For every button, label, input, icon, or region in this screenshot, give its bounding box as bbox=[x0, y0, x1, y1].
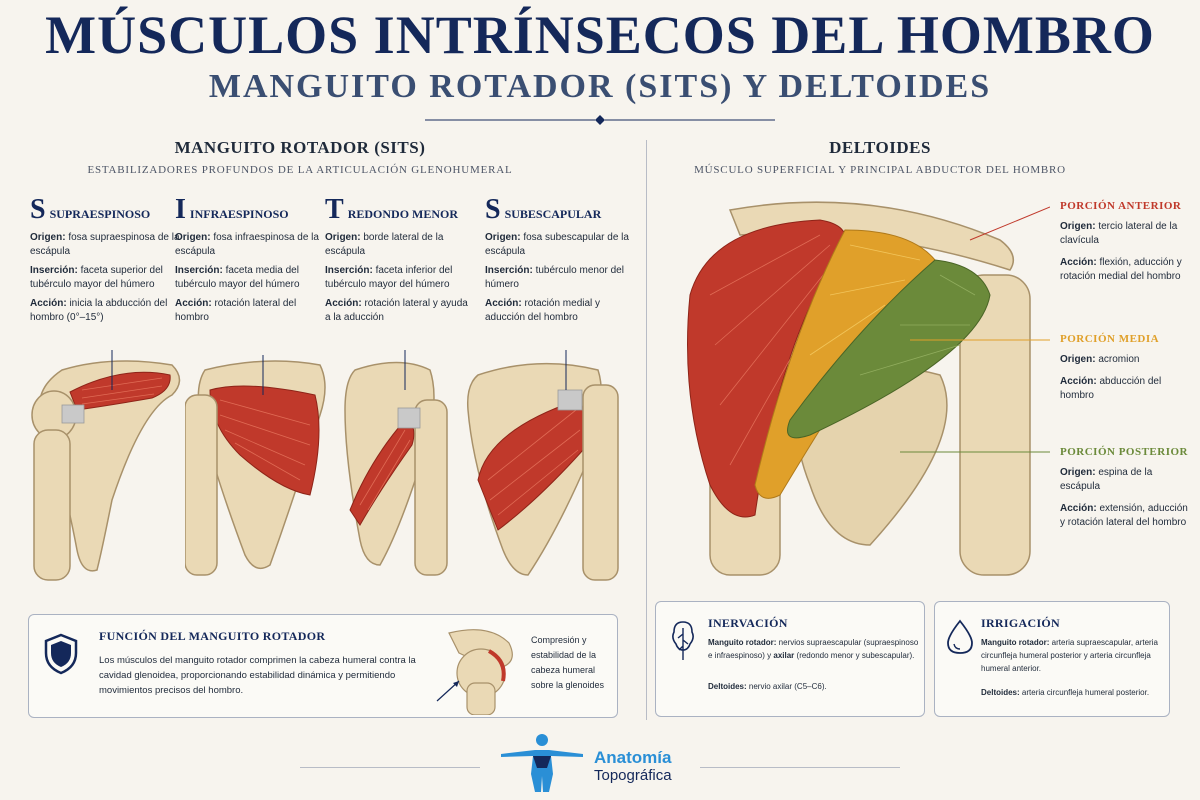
vertical-divider bbox=[646, 140, 647, 720]
insertion-text: Inserción: faceta inferior del tubérculo… bbox=[325, 265, 453, 290]
footer-divider-left bbox=[300, 767, 480, 768]
action-text: Acción: inicia la abducción del hombro (… bbox=[30, 298, 168, 323]
nerve-icon bbox=[672, 621, 694, 660]
origin-text: Origen: fosa subescapular de la escápula bbox=[485, 232, 629, 257]
action-text: Acción: flexión, aducción y rotación med… bbox=[1060, 257, 1182, 282]
infraspinatus-illustration bbox=[185, 355, 326, 576]
origin-text: Origen: acromion bbox=[1060, 354, 1140, 365]
sits-supraspinatus: S SUPRAESPINOSO Origen: fosa supraespino… bbox=[30, 194, 180, 325]
brand-name: Anatomía bbox=[594, 748, 672, 767]
action-text: Acción: rotación medial y aducción del h… bbox=[485, 298, 601, 323]
brand-tagline: Topográfica bbox=[594, 767, 672, 784]
sits-subscapularis: S SUBESCAPULAR Origen: fosa subescapular… bbox=[485, 194, 635, 325]
deltoid-illustration bbox=[687, 201, 1050, 576]
deltoid-section-subtitle: MÚSCULO SUPERFICIAL Y PRINCIPAL ABDUCTOR… bbox=[694, 164, 1066, 176]
header: MÚSCULOS INTRÍNSECOS DEL HOMBRO MANGUITO… bbox=[0, 0, 1200, 130]
function-box-title: FUNCIÓN DEL MANGUITO ROTADOR bbox=[99, 629, 326, 643]
origin-text: Origen: borde lateral de la escápula bbox=[325, 232, 444, 257]
insertion-text: Inserción: faceta superior del tubérculo… bbox=[30, 265, 163, 290]
sits-letter: T bbox=[325, 194, 344, 225]
portion-title: PORCIÓN ANTERIOR bbox=[1060, 200, 1182, 212]
subscapularis-illustration bbox=[466, 350, 619, 581]
sits-letter: I bbox=[175, 194, 186, 225]
origin-text: Origen: fosa supraespinosa de la escápul… bbox=[30, 232, 180, 257]
sits-muscle-name: SUPRAESPINOSO bbox=[49, 207, 151, 221]
function-box: FUNCIÓN DEL MANGUITO ROTADOR Los músculo… bbox=[28, 614, 618, 718]
deltoid-posterior-label: PORCIÓN POSTERIOR Origen: espina de la e… bbox=[1060, 446, 1190, 530]
action-text: Acción: extensión, aducción y rotación l… bbox=[1060, 503, 1188, 528]
action-text: Acción: abducción del hombro bbox=[1060, 376, 1162, 401]
origin-text: Origen: espina de la escápula bbox=[1060, 467, 1153, 492]
sits-muscle-name: INFRAESPINOSO bbox=[189, 207, 289, 221]
footer-divider-right bbox=[700, 767, 900, 768]
irrigation-box: IRRIGACIÓN Manguito rotador: arteria sup… bbox=[934, 601, 1170, 717]
insertion-text: Inserción: faceta media del tubérculo ma… bbox=[175, 265, 300, 290]
teres-minor-illustration bbox=[344, 350, 448, 576]
function-box-text: Los músculos del manguito rotador compri… bbox=[99, 655, 416, 696]
insertion-text: Inserción: tubérculo menor del húmero bbox=[485, 265, 624, 290]
deltoid-section-title: DELTOIDES bbox=[829, 138, 931, 157]
sits-muscle-name: REDONDO MENOR bbox=[347, 207, 459, 221]
rotator-section-title: MANGUITO ROTADOR (SITS) bbox=[174, 138, 426, 157]
page-subtitle: MANGUITO ROTADOR (SITS) Y DELTOIDES bbox=[208, 68, 992, 105]
title-divider bbox=[425, 115, 775, 125]
action-text: Acción: rotación lateral y ayuda a la ad… bbox=[325, 298, 468, 323]
portion-title: PORCIÓN POSTERIOR bbox=[1060, 446, 1188, 458]
action-text: Acción: rotación lateral del hombro bbox=[175, 298, 297, 323]
supraspinatus-illustration bbox=[31, 350, 181, 581]
sits-muscle-name: SUBESCAPULAR bbox=[504, 207, 602, 221]
deltoid-middle-label: PORCIÓN MEDIA Origen: acromion Acción: a… bbox=[1060, 333, 1190, 403]
origin-text: Origen: fosa infraespinosa de la escápul… bbox=[175, 232, 319, 257]
origin-text: Origen: tercio lateral de la clavícula bbox=[1060, 221, 1178, 246]
sits-teres-minor: T REDONDO MENOR Origen: borde lateral de… bbox=[325, 194, 475, 325]
page-title: MÚSCULOS INTRÍNSECOS DEL HOMBRO bbox=[45, 5, 1155, 65]
irrigation-title: IRRIGACIÓN bbox=[981, 616, 1061, 630]
rotator-section-subtitle: ESTABILIZADORES PROFUNDOS DE LA ARTICULA… bbox=[87, 164, 513, 176]
innervation-rotator-text: Manguito rotador: nervios supraescapular… bbox=[708, 638, 919, 660]
glenoid-illustration bbox=[436, 629, 513, 715]
innervation-title: INERVACIÓN bbox=[708, 616, 788, 630]
deltoid-anterior-label: PORCIÓN ANTERIOR Origen: tercio lateral … bbox=[1060, 200, 1190, 284]
drop-icon bbox=[947, 619, 973, 654]
sits-letter: S bbox=[30, 194, 46, 225]
sits-infraspinatus: I INFRAESPINOSO Origen: fosa infraespino… bbox=[175, 194, 325, 325]
irrigation-deltoid-text: Deltoides: arteria circunfleja humeral p… bbox=[981, 688, 1150, 697]
innervation-deltoid-text: Deltoides: nervio axilar (C5–C6). bbox=[708, 682, 827, 691]
sits-letter: S bbox=[485, 194, 501, 225]
irrigation-rotator-text: Manguito rotador: arteria supraescapular… bbox=[981, 638, 1158, 673]
anatomy-figure-icon bbox=[501, 734, 583, 792]
shield-icon bbox=[44, 633, 78, 675]
function-caption: Compresión y estabilidad de la cabeza hu… bbox=[531, 635, 605, 690]
portion-title: PORCIÓN MEDIA bbox=[1060, 333, 1160, 345]
innervation-box: INERVACIÓN Manguito rotador: nervios sup… bbox=[655, 601, 925, 717]
